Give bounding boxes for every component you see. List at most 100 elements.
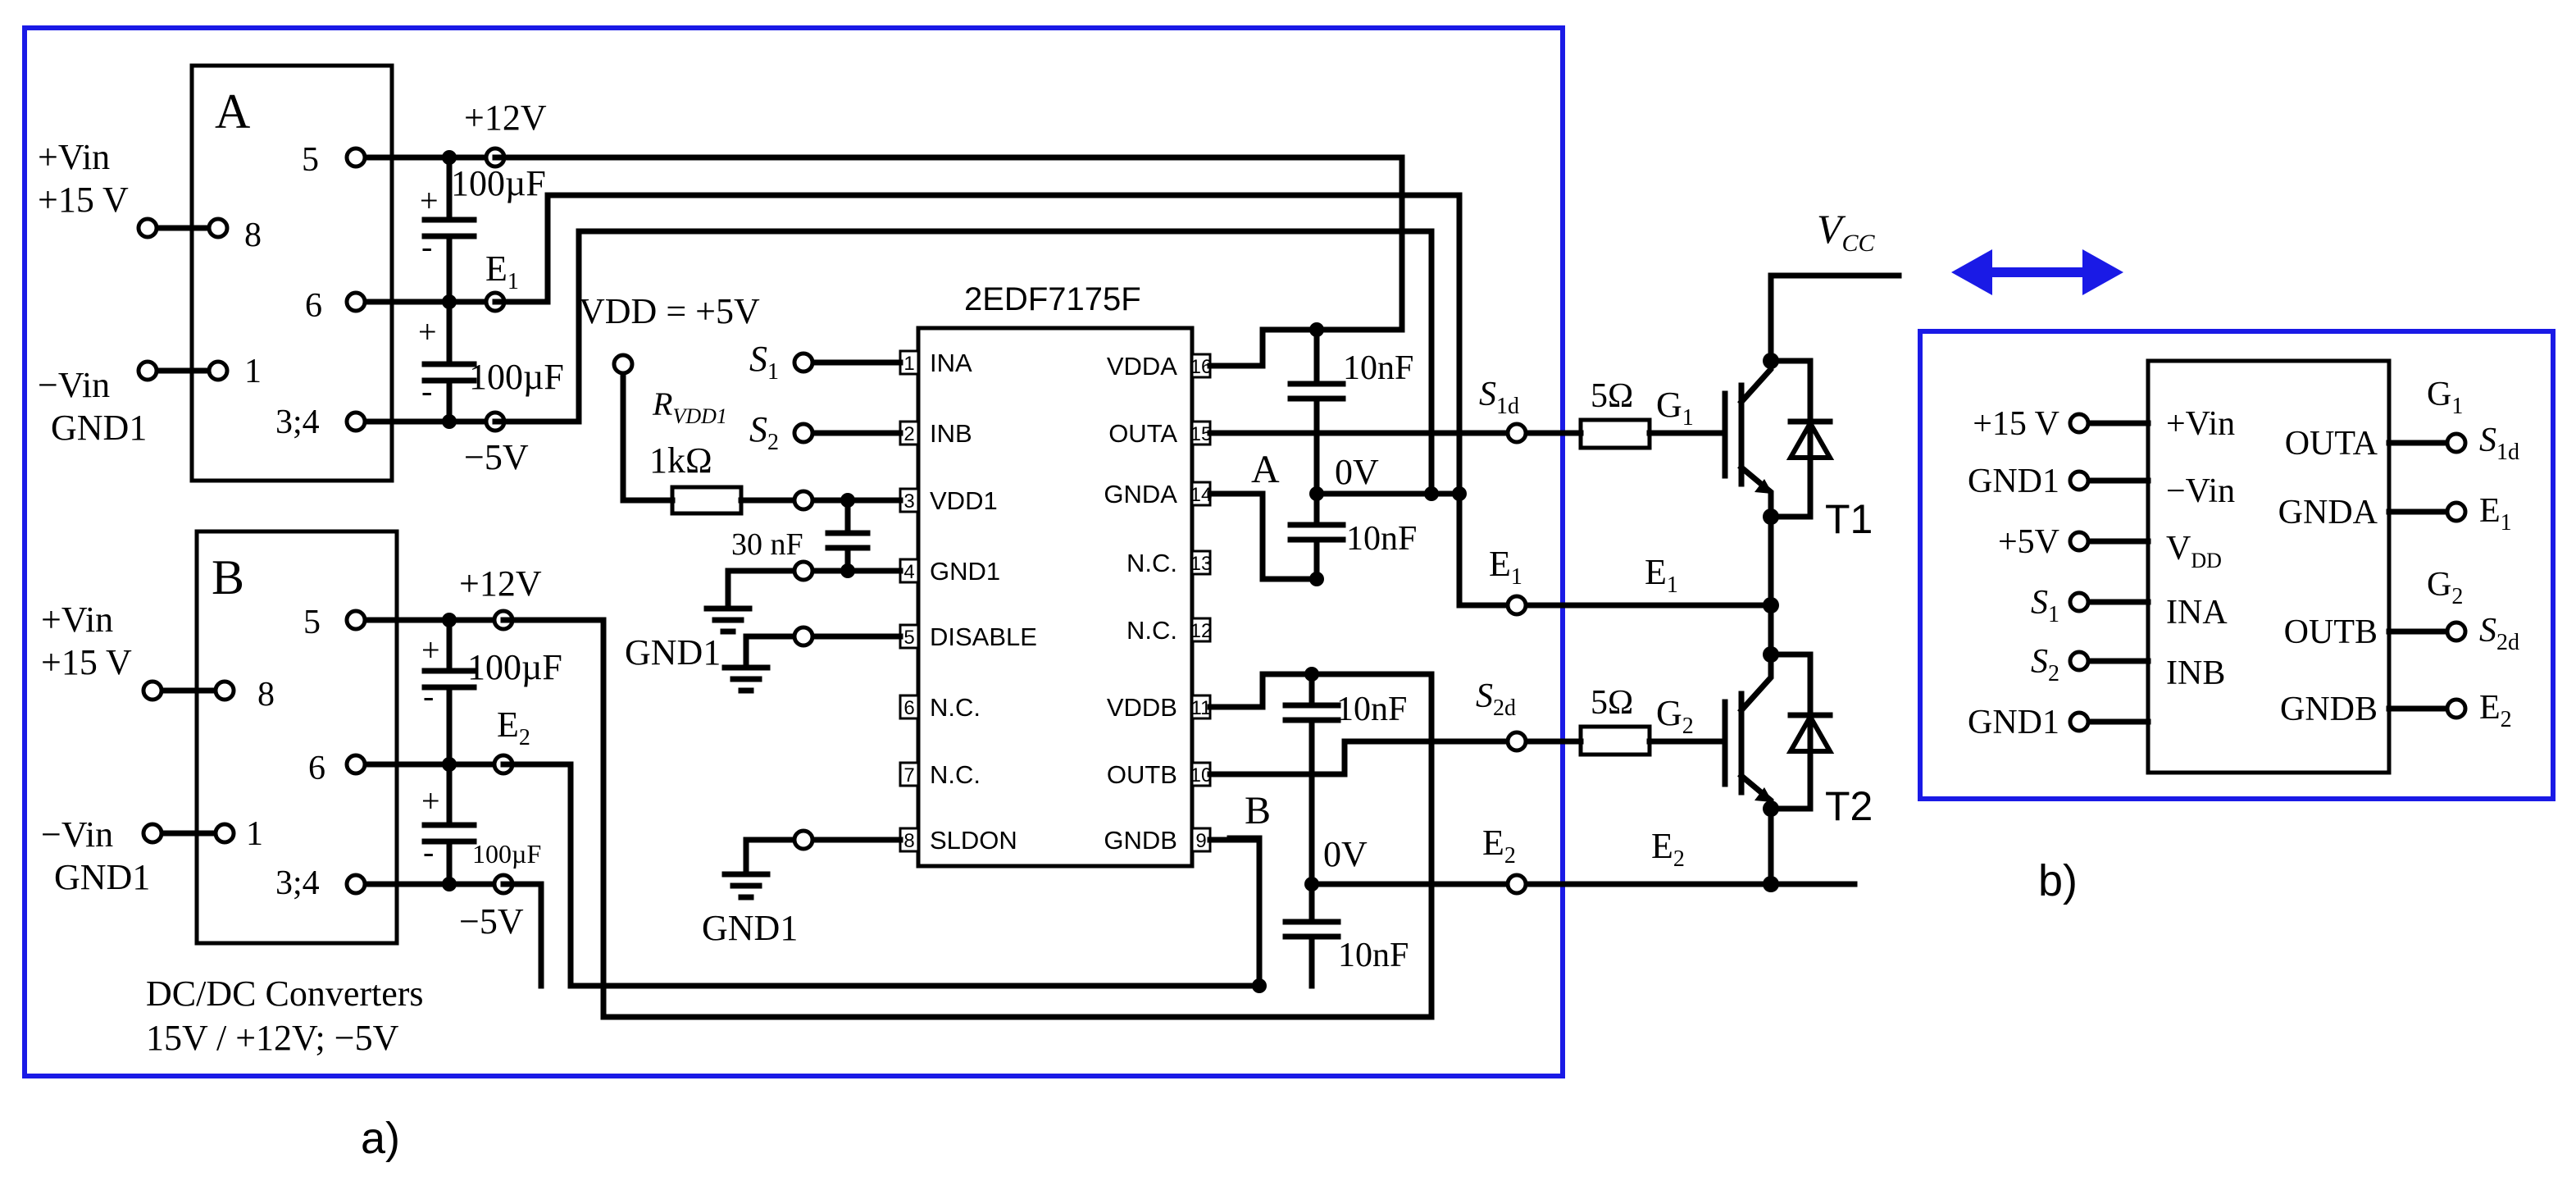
- svg-text:+: +: [421, 632, 440, 668]
- panel-b-left-label: +5V: [1998, 523, 2059, 561]
- gnd1-label-2: GND1: [702, 908, 798, 948]
- svg-text:+: +: [418, 313, 437, 350]
- cap-10nf-a2: 10nF: [1346, 520, 1417, 558]
- panel-a-frame: [22, 25, 1565, 1078]
- converter-b-pin1: 1: [246, 815, 263, 853]
- panel-b-right-terminal: [2445, 431, 2468, 454]
- converter-b-pin34: 3;4: [275, 864, 320, 902]
- gnd1-label-1: GND1: [625, 632, 721, 673]
- gate-res-2-label: 5Ω: [1591, 684, 1633, 722]
- node-b-label: B: [1245, 789, 1271, 832]
- converter-b-pin5: 5: [303, 604, 321, 641]
- cap-10nf-b1: 10nF: [1336, 691, 1407, 728]
- svg-text:-: -: [421, 372, 432, 409]
- s2-label: S2: [749, 409, 779, 455]
- igbt-t2: [1722, 651, 1774, 812]
- double-arrow-icon: [1951, 249, 2123, 295]
- zero-v-a: 0V: [1335, 452, 1379, 492]
- converter-b-vin-val: +15 V: [41, 642, 132, 682]
- g2-label: G2: [1656, 693, 1694, 739]
- igbt-t1: [1722, 354, 1774, 520]
- panel-b-left-terminal: [2068, 469, 2091, 492]
- converter-a-pin1: 1: [244, 353, 262, 390]
- converter-a-pin6: 6: [305, 287, 322, 325]
- chip-pin-number: 12: [1190, 620, 1213, 642]
- converters-caption-1: DC/DC Converters: [146, 974, 424, 1014]
- rvdd-resistor: [670, 485, 744, 516]
- converter-b-gnd-terminal: [141, 822, 164, 845]
- node-a-label: A: [1251, 448, 1280, 491]
- rvdd-label: RVDD1: [652, 385, 727, 428]
- converter-b-box: [194, 529, 399, 946]
- converter-b-minus5: −5V: [459, 901, 524, 942]
- panel-b-frame: [1918, 329, 2556, 801]
- t2-label: T2: [1825, 783, 1873, 829]
- converter-b-cap1: 100µF: [467, 647, 562, 687]
- panel-b-inner-left-label: INA: [2166, 594, 2228, 632]
- panel-b-inner-left-label: VDD: [2166, 530, 2222, 572]
- s1-input-terminal: [792, 351, 815, 374]
- converter-b-vin-terminal: [141, 679, 164, 702]
- panel-b-inner-left-label: −Vin: [2166, 472, 2235, 510]
- svg-text:-: -: [421, 228, 432, 265]
- panel-b-inner-right-label: GNDB: [2280, 691, 2378, 728]
- chip-pin-label: VDD1: [930, 486, 998, 515]
- panel-b-label: b): [2038, 856, 2078, 905]
- panel-b-inner-right-label: GNDA: [2278, 494, 2378, 531]
- converter-a-pin34: 3;4: [275, 404, 320, 441]
- converter-b-gnd: GND1: [54, 857, 150, 897]
- diode-t1: [1786, 417, 1835, 460]
- converters-caption-2: 15V / +12V; −5V: [146, 1018, 399, 1058]
- cap-30nf: 30 nF: [731, 527, 803, 562]
- converter-a-vin-pos: +Vin: [38, 137, 110, 177]
- chip-pin-number: 9: [1195, 830, 1206, 852]
- converter-a-pin5: 5: [302, 141, 319, 179]
- gate-resistor-1: [1578, 417, 1652, 450]
- panel-b-left-label: +15 V: [1973, 405, 2059, 443]
- chip-pin-7: [899, 761, 920, 787]
- panel-a-label: a): [361, 1114, 400, 1163]
- chip-pin-label: VDDA: [1107, 352, 1177, 381]
- converter-a-cap1: 100µF: [451, 163, 546, 203]
- panel-b-module: [2146, 358, 2392, 775]
- chip-pin-label: OUTB: [1107, 760, 1177, 789]
- converter-a-vin-terminal: [136, 217, 159, 239]
- panel-b-right-terminal: [2445, 620, 2468, 643]
- chip-pin-number: 2: [903, 423, 914, 445]
- s2-input-terminal: [792, 422, 815, 445]
- svg-text:-: -: [423, 833, 434, 870]
- converter-a-vin-val: +15 V: [38, 180, 129, 220]
- s2d-label: S2d: [1476, 677, 1516, 721]
- converter-a-minus5: −5V: [464, 437, 529, 477]
- chip-pin-label: N.C.: [930, 760, 981, 789]
- chip-pin-label: DISABLE: [930, 622, 1037, 651]
- panel-b-left-terminal: [2068, 530, 2091, 553]
- panel-b-right-terminal: [2445, 500, 2468, 523]
- chip-pin-number: 4: [903, 561, 914, 583]
- s1-label: S1: [749, 339, 779, 385]
- diode-t2: [1786, 711, 1835, 754]
- rvdd-value: 1kΩ: [649, 440, 712, 481]
- cap-10nf-b2: 10nF: [1338, 937, 1409, 974]
- panel-b-left-label: GND1: [1968, 704, 2059, 741]
- chip-pin-label: GNDA: [1104, 480, 1177, 508]
- chip-pin-12: [1190, 617, 1212, 643]
- converter-b-cap2: 100µF: [472, 839, 541, 869]
- panel-b-inner-right-label: OUTA: [2285, 425, 2378, 463]
- converter-a-vin-neg: −Vin: [38, 365, 110, 405]
- chip-pin-label: SLDON: [930, 826, 1017, 855]
- converter-a-letter: A: [215, 84, 250, 139]
- vdd-terminal: [612, 353, 635, 376]
- converter-b-pin8: 8: [257, 676, 275, 714]
- gate-resistor-2: [1578, 724, 1652, 757]
- chip-pin-number: 3: [903, 490, 914, 513]
- panel-b-right-terminal: [2445, 697, 2468, 720]
- s1d-label: S1d: [1479, 376, 1519, 419]
- g1-label: G1: [1656, 385, 1694, 431]
- converter-a-pin8: 8: [244, 217, 262, 254]
- chip-pin-label: N.C.: [1126, 616, 1177, 645]
